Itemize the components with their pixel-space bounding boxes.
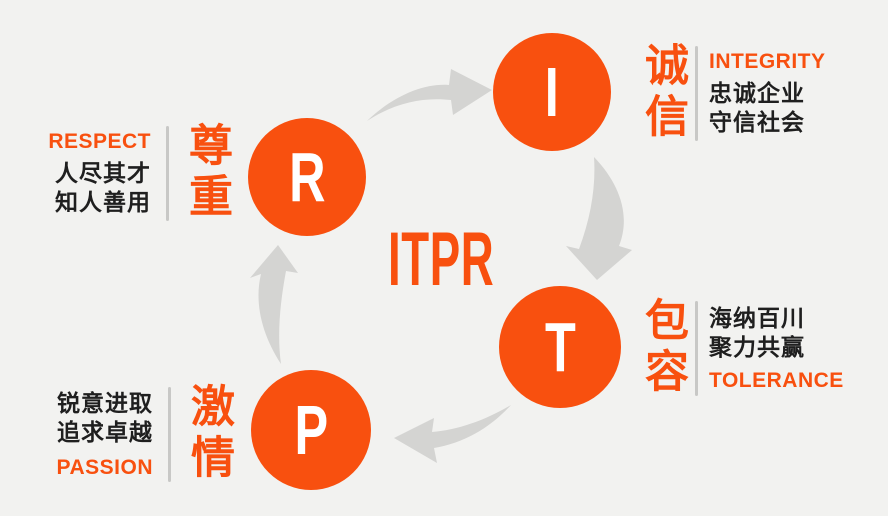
tolerance-label-group: 包容 海纳百川 聚力共赢 TOLERANCE xyxy=(638,297,844,399)
respect-node-letter: R xyxy=(288,138,326,216)
cycle-arrow-t-to-p xyxy=(394,405,511,463)
tolerance-divider xyxy=(695,300,698,396)
tolerance-cn-label: 包容 xyxy=(638,297,687,399)
integrity-node-letter: I xyxy=(544,53,559,131)
passion-line-2: 追求卓越 xyxy=(57,418,153,445)
respect-divider xyxy=(166,125,169,221)
passion-node-letter: P xyxy=(294,391,328,469)
tolerance-node-circle: T xyxy=(499,286,621,408)
integrity-node-circle: I xyxy=(493,33,611,151)
integrity-line-2: 守信社会 xyxy=(709,108,805,135)
respect-label-group: RESPECT 人尽其才 知人善用 尊重 xyxy=(36,122,231,224)
passion-node-circle: P xyxy=(251,370,371,490)
respect-en-label: RESPECT xyxy=(48,129,151,153)
integrity-text-block: INTEGRITY 忠诚企业 守信社会 xyxy=(709,50,826,137)
respect-node-circle: R xyxy=(248,118,366,236)
cycle-arrow-r-to-i xyxy=(367,69,492,121)
tolerance-en-label: TOLERANCE xyxy=(709,368,844,392)
passion-label-group: 锐意进取 追求卓越 PASSION 激情 xyxy=(40,383,233,485)
passion-text-block: 锐意进取 追求卓越 PASSION xyxy=(40,389,153,480)
integrity-label-group: 诚信 INTEGRITY 忠诚企业 守信社会 xyxy=(638,42,826,144)
respect-cn-label: 尊重 xyxy=(182,122,231,224)
integrity-cn-label: 诚信 xyxy=(638,42,687,144)
cycle-arrow-p-to-r xyxy=(250,245,298,364)
respect-line-2: 知人善用 xyxy=(55,188,151,215)
tolerance-line-2: 聚力共赢 xyxy=(709,333,805,360)
respect-text-block: RESPECT 人尽其才 知人善用 xyxy=(36,130,151,217)
tolerance-text-block: 海纳百川 聚力共赢 TOLERANCE xyxy=(709,304,844,393)
integrity-en-label: INTEGRITY xyxy=(709,49,826,73)
integrity-line-1: 忠诚企业 xyxy=(709,79,805,106)
passion-cn-label: 激情 xyxy=(184,383,233,485)
respect-line-1: 人尽其才 xyxy=(55,159,151,186)
passion-en-label: PASSION xyxy=(56,455,153,479)
passion-divider xyxy=(168,386,171,482)
tolerance-line-1: 海纳百川 xyxy=(709,304,805,331)
integrity-divider xyxy=(695,45,698,141)
cycle-arrow-i-to-t xyxy=(566,157,632,280)
center-title: ITPR xyxy=(388,217,495,302)
passion-line-1: 锐意进取 xyxy=(57,389,153,416)
tolerance-node-letter: T xyxy=(544,308,576,386)
